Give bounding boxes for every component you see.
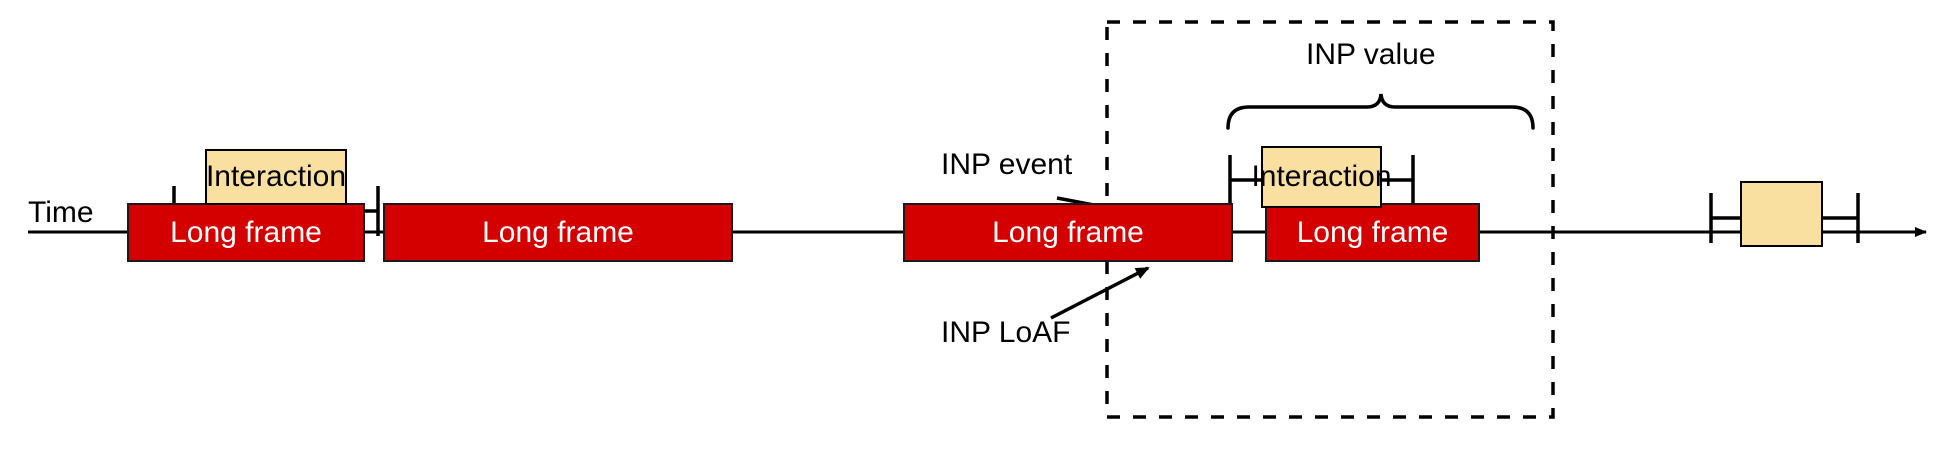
long-frame-1: Long frame [127,203,365,262]
interaction-box-3 [1740,181,1823,247]
interaction-2-whiskers [1228,155,1415,205]
long-frame-3: Long frame [903,203,1233,262]
inp-value-brace [1226,93,1535,130]
inp-loaf-arrow [1050,266,1150,320]
time-axis-label: Time [28,196,94,229]
interaction-3-whiskers [1709,193,1860,243]
inp-value-label: INP value [1306,38,1436,71]
inp-loaf-label: INP LoAF [941,316,1071,349]
inp-event-label: INP event [941,148,1073,181]
interaction-box-2: Interaction [1251,146,1392,208]
long-frame-4: Long frame [1265,203,1480,262]
long-frame-2: Long frame [383,203,733,262]
interaction-box-1: Interaction [205,149,347,205]
